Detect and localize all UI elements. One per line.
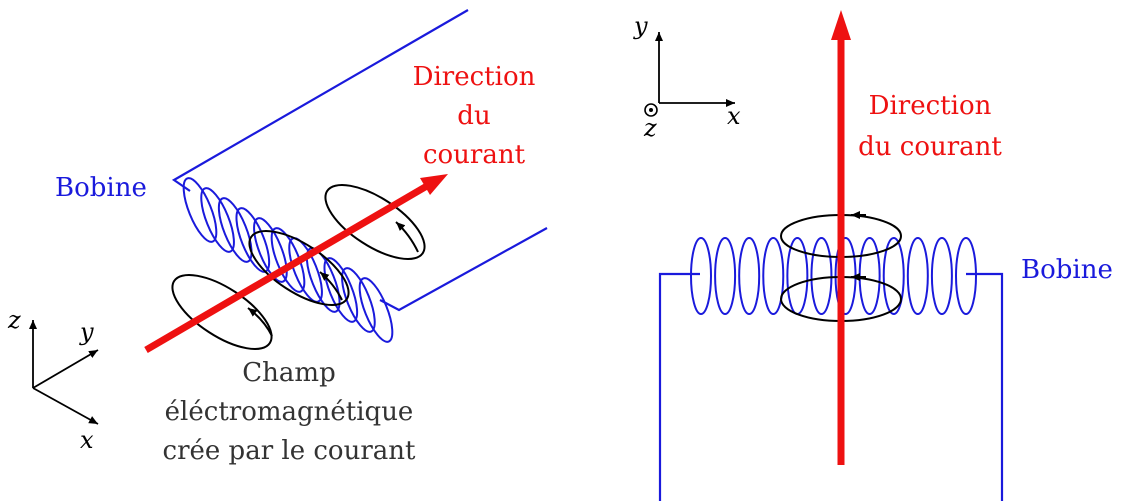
right-coil-turn [714, 237, 737, 315]
right-z-label: z [643, 114, 657, 142]
left-field-label-line1: Champ [242, 358, 335, 388]
right-current-label: Direction du courant [858, 91, 1002, 162]
left-field-label-line2: éléctromagnétique [165, 397, 414, 427]
field-loop-upper [324, 184, 426, 260]
left-current-label: Direction du courant [413, 62, 536, 170]
left-x-axis [32, 387, 99, 425]
left-current-label-line2: du [457, 101, 490, 131]
right-y-label: y [633, 12, 648, 40]
left-axes [29, 320, 99, 425]
left-coil-turn [200, 187, 235, 253]
right-coil [690, 237, 977, 315]
out-of-page-dot [649, 108, 653, 112]
left-z-label: z [7, 306, 21, 334]
left-coil-turn [253, 217, 288, 283]
field-loop-middle-arrow [319, 271, 343, 301]
field-loop-lower-arrow [247, 307, 273, 337]
left-coil-lead-bottom [379, 227, 548, 312]
field-loop-lower [171, 274, 273, 350]
right-coil-turn [882, 237, 905, 315]
left-coil-turn [323, 257, 359, 323]
left-field-label: Champ éléctromagnétique crée par le cour… [163, 358, 416, 466]
left-coil [182, 177, 394, 343]
right-diagram: y x z Bobine Direction du courant [633, 10, 1113, 501]
right-coil-turn [762, 237, 785, 315]
right-coil-turn [690, 237, 712, 315]
right-circuit-wire-right [966, 272, 1004, 501]
field-loop-middle [248, 230, 350, 306]
right-coil-turn [738, 237, 761, 315]
left-current-arrow-head [420, 174, 448, 195]
right-current-label-line1: Direction [869, 91, 992, 121]
left-diagram: z y x Bobine Direction du courant Champ … [7, 9, 548, 466]
right-circuit-wire-left [658, 272, 700, 501]
right-current-label-line2: du courant [858, 132, 1002, 162]
left-coil-turn [341, 267, 376, 333]
left-coil-label: Bobine [55, 173, 147, 203]
right-axes [655, 32, 735, 107]
left-current-label-line1: Direction [413, 62, 536, 92]
left-current-label-line3: courant [423, 140, 526, 170]
left-coil-turn [182, 177, 218, 243]
right-coil-turn [930, 237, 953, 315]
out-of-page-icon [644, 103, 658, 117]
left-y-axis [32, 349, 99, 389]
right-x-label: x [727, 102, 741, 130]
right-coil-label: Bobine [1021, 255, 1113, 285]
right-current-arrow-head [831, 10, 851, 40]
left-y-label: y [79, 318, 94, 346]
right-coil-turn [810, 237, 833, 315]
left-current-arrow-shaft [144, 179, 434, 354]
left-coil-turn [305, 247, 341, 313]
left-coil-turn [270, 227, 306, 293]
left-coil-turn [235, 207, 271, 273]
right-coil-turn [906, 237, 929, 315]
left-x-label: x [80, 426, 94, 454]
right-coil-turn [955, 237, 977, 315]
left-coil-turn [358, 277, 394, 343]
field-loop-upper-arrow [395, 221, 419, 253]
left-field-loops [171, 184, 426, 350]
left-coil-turn [217, 197, 253, 263]
left-field-label-line3: crée par le courant [163, 436, 416, 466]
